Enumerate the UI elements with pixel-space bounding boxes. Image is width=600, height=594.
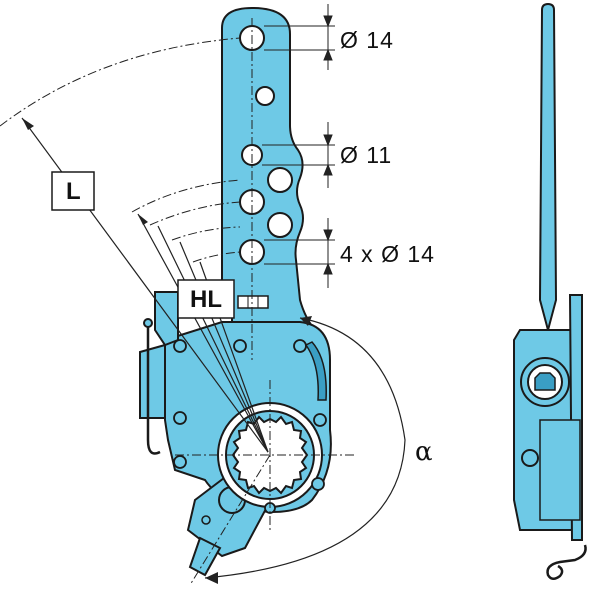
- label-hole-length: HL: [190, 286, 222, 313]
- arc-hl-3: [171, 226, 241, 241]
- bolt: [173, 339, 187, 353]
- side-plate: [539, 419, 581, 521]
- bolt: [311, 477, 325, 491]
- bolt: [173, 411, 187, 425]
- bolt: [313, 413, 327, 427]
- side-lever-arm: [538, 2, 558, 334]
- side-view: [513, 2, 587, 580]
- arc-hl-1: [131, 179, 241, 213]
- lever-arm: [221, 6, 318, 331]
- adjuster-shaft: [188, 536, 222, 577]
- bolt: [293, 339, 307, 353]
- side-knob[interactable]: [521, 449, 539, 467]
- side-hub-nut: [534, 372, 556, 391]
- dim-arrow: [323, 262, 333, 275]
- hole: [267, 212, 293, 238]
- arc-hl-2: [149, 201, 241, 226]
- front-view: Ø 14 Ø 11 4 x Ø 14 L HL α: [0, 4, 435, 586]
- center-lines: [0, 18, 355, 586]
- angle-arc-arrow: [300, 316, 312, 326]
- dimension-lines: [262, 4, 335, 288]
- release-pin: [146, 322, 161, 455]
- angle-arc: [204, 317, 406, 579]
- arrow-hl: [138, 214, 148, 225]
- dim-arrow: [323, 15, 333, 28]
- dim-arrow: [323, 163, 333, 176]
- angle-arc-arrow: [205, 572, 218, 584]
- label-L-box: [51, 171, 95, 211]
- arc-hl-4: [192, 251, 241, 263]
- release-pin-head: [143, 318, 153, 328]
- dim-arrow: [323, 229, 333, 242]
- radius-line-hl: [179, 241, 269, 453]
- side-spring-hook: [546, 544, 587, 580]
- label-lever-length: L: [66, 178, 81, 205]
- arc-L: [0, 37, 241, 127]
- dim-arrow: [323, 134, 333, 147]
- dim-arrow: [323, 48, 333, 61]
- radius-line-hl: [157, 225, 269, 453]
- arrow-L: [22, 118, 34, 130]
- label-hole-group: 4 x Ø 14: [340, 241, 435, 267]
- label-HL-box: [177, 279, 235, 319]
- bolt: [173, 455, 187, 469]
- label-hole-mid: Ø 11: [340, 142, 392, 168]
- indicator-window: [237, 295, 269, 309]
- bolt: [233, 339, 247, 353]
- label-hole-top: Ø 14: [340, 27, 394, 53]
- adjuster-axis: [189, 454, 271, 586]
- housing-top-lip: [154, 291, 179, 347]
- side-bracket: [139, 343, 166, 419]
- housing-bolts: [173, 339, 327, 514]
- radius-line-hl: [137, 213, 269, 453]
- hole: [255, 86, 275, 106]
- hole: [267, 167, 293, 193]
- adjuster-screw: [201, 515, 211, 525]
- label-angle: α: [415, 437, 433, 467]
- housing-right-rib: [304, 341, 327, 401]
